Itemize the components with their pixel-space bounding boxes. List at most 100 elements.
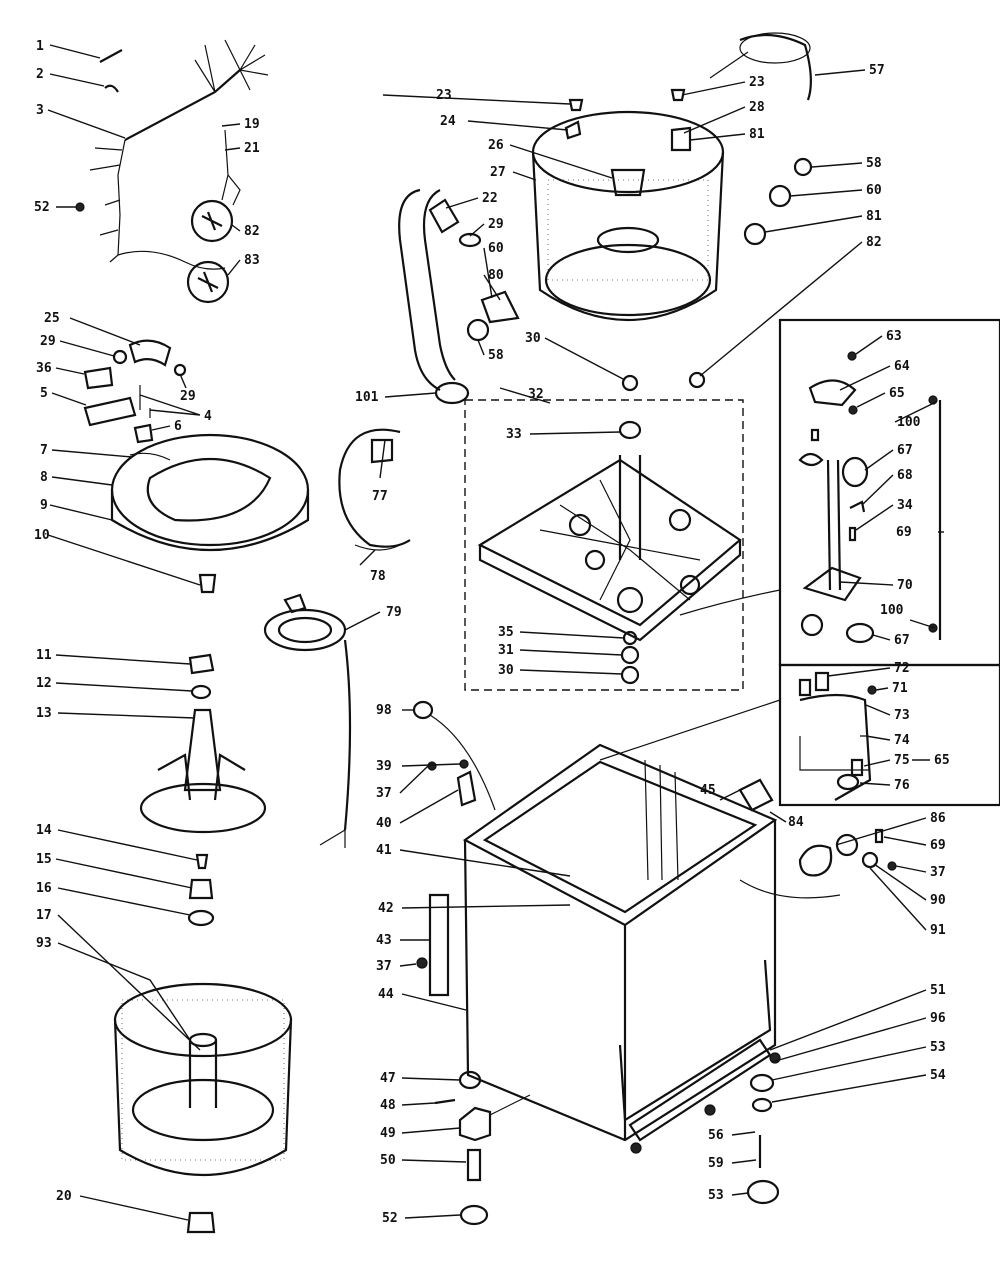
part-74-spring (799, 735, 870, 771)
part-78-bracket (354, 544, 401, 551)
part-50-leg (466, 1148, 482, 1182)
callout-86: 86 (930, 811, 946, 826)
leader-lines (47, 44, 944, 1221)
callout-17: 17 (36, 908, 52, 923)
part-49-bracket (458, 1106, 492, 1142)
callout-41: 41 (376, 843, 392, 858)
callout-40: 40 (376, 816, 392, 831)
callout-100: 100 (897, 415, 921, 430)
callout-69: 69 (896, 525, 912, 540)
part-17-shaft (188, 1040, 218, 1108)
part-53b-foot (746, 1179, 780, 1205)
part-9-cover-rim (110, 490, 310, 551)
callout-5: 5 (40, 386, 48, 401)
callout-14: 14 (36, 823, 52, 838)
part-58b-washer (793, 157, 813, 177)
callout-labels: 1 2 3 19 21 52 82 83 25 29 36 29 5 4 6 7… (34, 39, 950, 1226)
part-52-screw (75, 202, 85, 212)
callout-4: 4 (204, 409, 212, 424)
part-64-bracket (808, 379, 857, 407)
callout-42: 42 (378, 901, 394, 916)
part-72-switch (814, 671, 830, 692)
part-30a-seal (621, 374, 639, 392)
part-67b-knob (845, 622, 875, 644)
callout-16: 16 (36, 881, 52, 896)
callout-37-b: 37 (376, 959, 392, 974)
callout-83: 83 (244, 253, 260, 268)
callout-34: 34 (897, 498, 913, 513)
callout-12: 12 (36, 676, 52, 691)
callout-65: 65 (889, 386, 905, 401)
part-10-clip (198, 573, 217, 594)
callout-69-b: 69 (930, 838, 946, 853)
callout-24: 24 (440, 114, 456, 129)
callout-29: 29 (40, 334, 56, 349)
part-58-gasket (466, 318, 490, 342)
basket-group (113, 982, 293, 1234)
part-76-foot (836, 773, 860, 791)
callout-91: 91 (930, 923, 946, 938)
part-60b-washer (768, 184, 792, 208)
part-79-power-cord (263, 608, 347, 652)
part-83-connector-detail (186, 260, 230, 304)
callout-25: 25 (44, 311, 60, 326)
callout-43: 43 (376, 933, 392, 948)
callout-33: 33 (506, 427, 522, 442)
callout-53-b: 53 (708, 1188, 724, 1203)
callout-93: 93 (36, 936, 52, 951)
callout-74: 74 (894, 733, 910, 748)
callout-29-b: 29 (180, 389, 196, 404)
callout-7: 7 (40, 443, 48, 458)
part-70-actuator (826, 459, 842, 591)
part-32-transmission (477, 458, 742, 627)
callout-22: 22 (482, 191, 498, 206)
callout-28: 28 (749, 100, 765, 115)
part-25-hose (128, 339, 172, 367)
part-13-agitator (183, 708, 222, 792)
callout-60: 60 (488, 241, 504, 256)
callout-82: 82 (244, 224, 260, 239)
part-16-nut (187, 909, 215, 927)
callout-48: 48 (380, 1098, 396, 1113)
part-67a-knob (841, 456, 869, 488)
part-2-clip (104, 84, 119, 93)
callout-70: 70 (897, 578, 913, 593)
callout-54: 54 (930, 1068, 946, 1083)
part-54-nut (749, 1073, 775, 1093)
callout-59: 59 (708, 1156, 724, 1171)
callout-84: 84 (788, 815, 804, 830)
callout-71: 71 (892, 681, 908, 696)
callout-68: 68 (897, 468, 913, 483)
part-69b-pin (874, 828, 884, 844)
callout-82-b: 82 (866, 235, 882, 250)
part-23-bolt (568, 98, 584, 112)
part-39-screw (459, 759, 469, 769)
callout-2: 2 (36, 67, 44, 82)
callout-63: 63 (886, 329, 902, 344)
callout-65-b: 65 (934, 753, 950, 768)
callout-13: 13 (36, 706, 52, 721)
callout-58: 58 (488, 348, 504, 363)
top-cover-group (83, 339, 310, 594)
part-1-plug (99, 49, 123, 63)
part-101-drain-hose (398, 188, 441, 391)
callout-53: 53 (930, 1040, 946, 1055)
callout-78: 78 (370, 569, 386, 584)
part-90-washer (861, 851, 879, 869)
part-15-coupling (188, 878, 214, 900)
callout-51: 51 (930, 983, 946, 998)
part-43-panel (428, 893, 450, 997)
part-31-seal (620, 645, 640, 665)
callout-100-b: 100 (880, 603, 904, 618)
part-40-bracket (456, 770, 477, 807)
callout-31: 31 (498, 643, 514, 658)
part-98-grommet (412, 700, 434, 720)
callout-23: 23 (436, 88, 452, 103)
callout-20: 20 (56, 1189, 72, 1204)
part-60-fitting (480, 290, 520, 324)
part-82b-cap (688, 371, 706, 389)
callout-47: 47 (380, 1071, 396, 1086)
callout-75: 75 (894, 753, 910, 768)
part-82-connector-detail (190, 199, 234, 243)
callout-37: 37 (376, 786, 392, 801)
